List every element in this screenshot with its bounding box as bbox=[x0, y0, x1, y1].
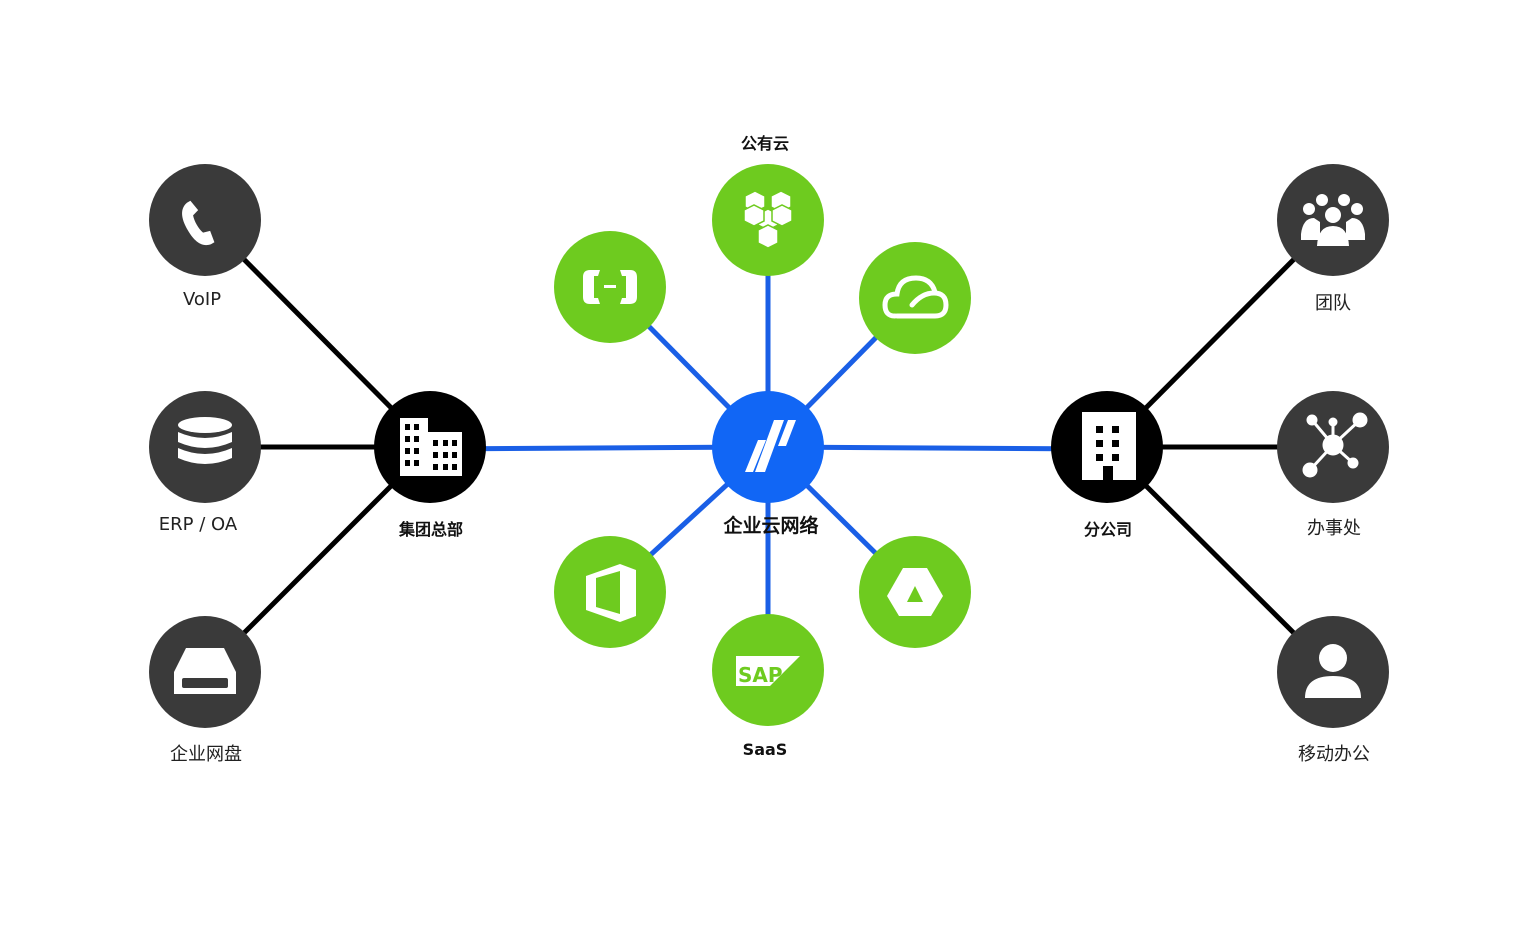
brand-slashes-icon bbox=[745, 420, 796, 472]
aws-node[interactable] bbox=[712, 164, 824, 276]
voip-node[interactable] bbox=[149, 164, 261, 276]
hq-node[interactable] bbox=[374, 391, 486, 503]
aliyun-node[interactable] bbox=[554, 231, 666, 343]
team-label: 团队 bbox=[1315, 293, 1351, 314]
saas-label: SaaS bbox=[742, 740, 788, 759]
drive-label: 企业网盘 bbox=[170, 744, 242, 765]
mobile-label: 移动办公 bbox=[1298, 744, 1370, 765]
branch-node[interactable] bbox=[1051, 391, 1163, 503]
team-icon bbox=[1301, 194, 1365, 246]
erp-node[interactable] bbox=[149, 391, 261, 503]
sap-node[interactable]: SAP bbox=[712, 614, 824, 726]
office-branch-node[interactable] bbox=[1277, 391, 1389, 503]
user-icon bbox=[1305, 644, 1361, 698]
google-drive-icon bbox=[887, 568, 943, 616]
center-node[interactable] bbox=[712, 391, 824, 503]
sap-text: SAP bbox=[738, 663, 783, 687]
aws-cubes-icon bbox=[743, 190, 793, 249]
office-node[interactable] bbox=[554, 536, 666, 648]
center-label: 企业云网络 bbox=[723, 515, 819, 537]
public-cloud-label: 公有云 bbox=[740, 134, 790, 153]
office-building-icon bbox=[400, 418, 462, 476]
tall-building-icon bbox=[1082, 412, 1136, 480]
voip-label: VoIP bbox=[182, 289, 222, 310]
tencent-cloud-icon bbox=[882, 275, 949, 319]
sap-icon: SAP bbox=[736, 656, 800, 687]
drive-icon bbox=[174, 648, 236, 694]
hq-label: 集团总部 bbox=[398, 520, 464, 539]
gdrive-node[interactable] bbox=[859, 536, 971, 648]
mobile-node[interactable] bbox=[1277, 616, 1389, 728]
database-icon bbox=[178, 417, 232, 464]
team-node[interactable] bbox=[1277, 164, 1389, 276]
drive-node[interactable] bbox=[149, 616, 261, 728]
link-center-branch bbox=[767, 444, 1108, 452]
office-branch-label: 办事处 bbox=[1307, 518, 1361, 539]
phone-icon bbox=[182, 200, 215, 246]
aliyun-icon bbox=[583, 270, 637, 304]
tencent-node[interactable] bbox=[859, 242, 971, 354]
erp-label: ERP / OA bbox=[158, 514, 238, 535]
office-icon bbox=[586, 564, 636, 622]
link-center-hq bbox=[429, 444, 769, 452]
network-hub-icon bbox=[1302, 412, 1368, 478]
branch-label: 分公司 bbox=[1083, 520, 1133, 539]
